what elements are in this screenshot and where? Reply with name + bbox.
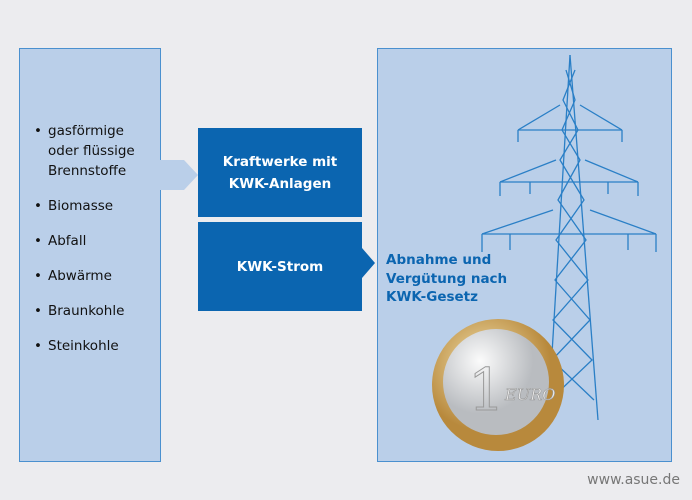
list-item: Braunkohle	[34, 301, 154, 321]
list-item: gasförmige oder flüssige Brennstoffe	[34, 121, 148, 181]
list-item: Abfall	[34, 231, 154, 251]
svg-text:EURO: EURO	[504, 385, 555, 404]
list-item: Abwärme	[34, 266, 154, 286]
kwk-plants-box: Kraftwerke mit KWK-Anlagen	[198, 128, 362, 217]
power-pylon-icon	[481, 54, 657, 421]
euro-coin-icon: 1 EURO	[432, 319, 564, 451]
list-item: Biomasse	[34, 196, 154, 216]
box-label: Kraftwerke mit KWK-Anlagen	[222, 153, 338, 192]
box-label: KWK-Strom	[236, 258, 324, 275]
input-arrow	[160, 160, 198, 190]
output-label: Abnahme und Vergütung nach KWK-Gesetz	[386, 252, 508, 305]
svg-text:1: 1	[468, 356, 505, 424]
list-item: Steinkohle	[34, 336, 154, 356]
kwk-power-box: KWK-Strom	[198, 222, 362, 311]
source-url: www.asue.de	[587, 472, 680, 488]
inputs-panel: gasförmige oder flüssige Brennstoffe Bio…	[19, 48, 161, 462]
inputs-list: gasförmige oder flüssige Brennstoffe Bio…	[34, 121, 154, 371]
